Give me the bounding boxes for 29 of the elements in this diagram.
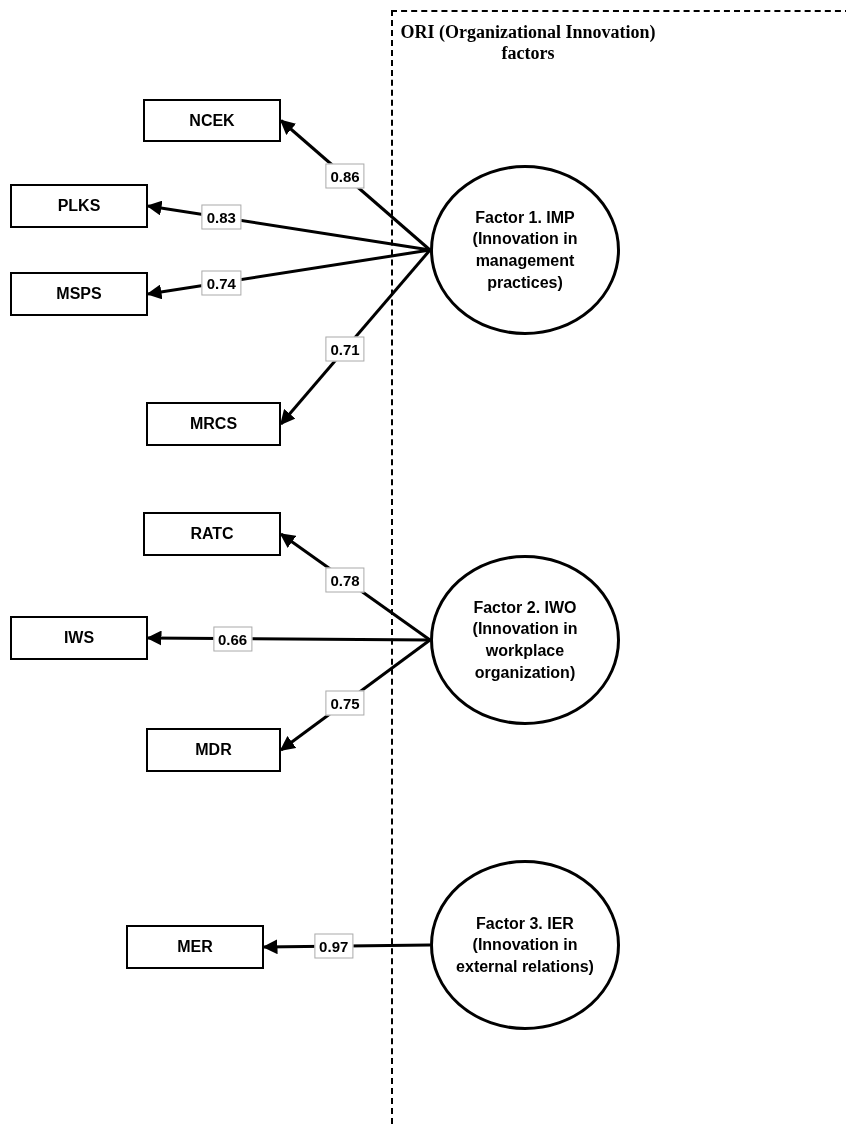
edge-label: 0.71 <box>325 336 365 362</box>
indicator-label: NCEK <box>189 111 235 130</box>
dashed-group-region <box>391 10 846 1124</box>
edge-label: 0.78 <box>325 567 365 593</box>
indicator-label: MSPS <box>56 285 102 303</box>
edge-label: 0.86 <box>325 163 365 189</box>
indicator-box <box>146 728 281 772</box>
indicator-box <box>146 402 281 446</box>
indicator-label: MRCS <box>189 415 238 433</box>
edge-label: 0.75 <box>325 690 365 716</box>
indicator-box <box>143 512 281 556</box>
indicator-label: IWS <box>63 629 95 647</box>
edge-label: 0.74 <box>201 270 241 296</box>
indicator-label: MDR <box>195 741 232 759</box>
edge-label: 0.83 <box>201 204 241 230</box>
indicator-box <box>126 925 264 969</box>
indicator-label: PLKS <box>57 197 101 215</box>
edge-label: 0.97 <box>314 933 354 959</box>
indicator-label: MER <box>177 938 213 956</box>
group-title: ORI (Organizational Innovation) factors <box>399 22 657 64</box>
indicator-label: RATC <box>190 525 234 543</box>
indicator-box <box>10 272 148 316</box>
indicator-box <box>143 99 281 142</box>
indicator-box <box>10 616 148 660</box>
factor-label: Factor 2. IWO (Innovation in workplace organization) <box>471 597 579 683</box>
factor-label: Factor 1. IMP (Innovation in management practices) <box>471 207 579 293</box>
factor-label: Factor 3. IER (Innovation in external relations) <box>455 913 595 977</box>
indicator-box <box>10 184 148 228</box>
edge-label: 0.66 <box>213 626 253 652</box>
